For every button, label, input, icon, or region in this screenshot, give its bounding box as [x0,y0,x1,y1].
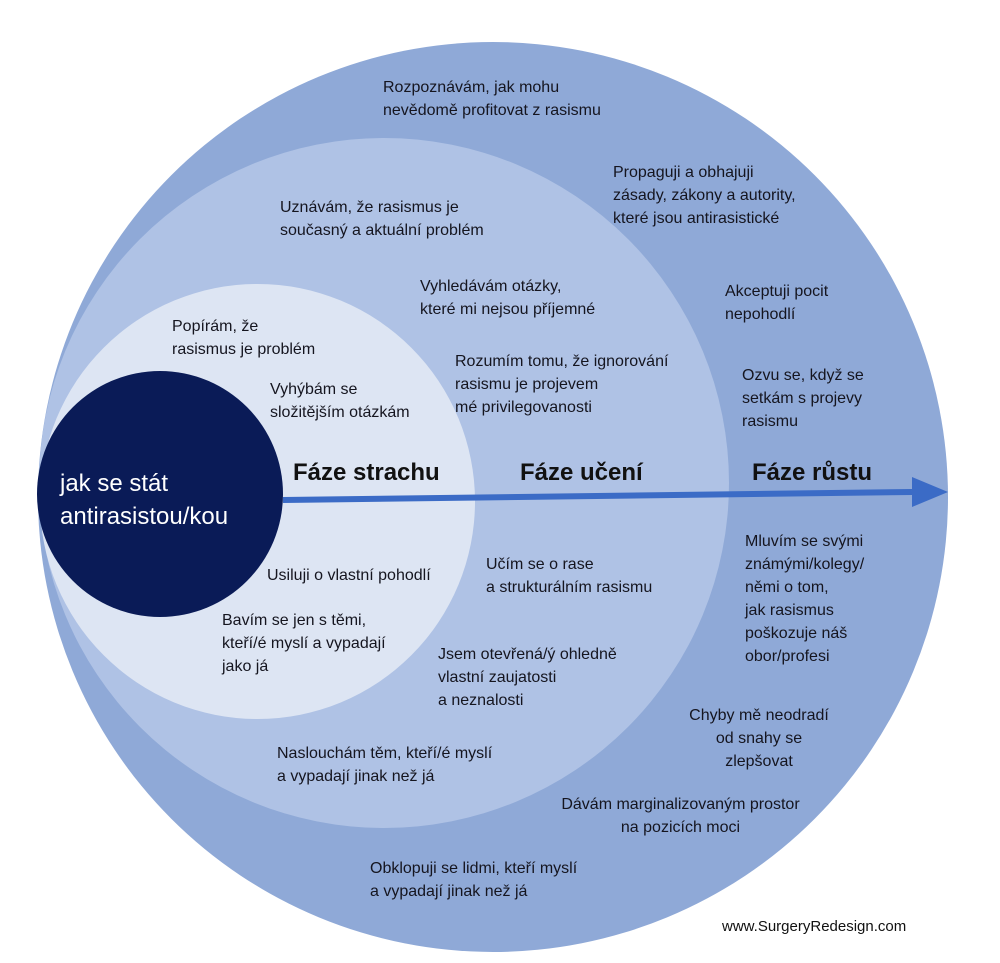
phase-fear-label: Fáze strachu [293,459,440,486]
phase-growth-label: Fáze růstu [752,459,873,486]
fear-item: Usiluji o vlastní pohodlí [267,567,431,584]
learning-item: Vyhledávám otázky, které mi nejsou příje… [420,278,596,318]
growth-item: Rozpoznávám, jak mohu nevědomě profitova… [383,79,601,119]
learning-item: Naslouchám těm, kteří/é myslí a vypadají… [277,745,493,785]
growth-item: Propaguji a obhajuji zásady, zákony a au… [613,164,796,227]
core-label: jak se stát antirasistou/kou [60,470,229,530]
arrow-shaft [282,489,913,503]
growth-item: Ozvu se, když se setkám s projevy rasism… [742,367,864,430]
fear-item: Vyhýbám se složitějším otázkám [270,381,410,421]
growth-item: Mluvím se svými známými/kolegy/ němi o t… [745,533,865,665]
growth-item: Obklopuji se lidmi, kteří myslí a vypada… [370,860,578,900]
phase-learning-label: Fáze učení [520,459,643,486]
arrow-head [912,477,948,507]
source-credit: www.SurgeryRedesign.com [722,918,907,935]
learning-item: Uznávám, že rasismus je současný a aktuá… [280,199,484,239]
growth-item: Chyby mě neodradí od snahy se zlepšovat [689,707,829,770]
growth-item: Dávám marginalizovaným prostor na pozicí… [561,796,800,836]
fear-item: Bavím se jen s těmi, kteří/é myslí a vyp… [222,612,386,675]
growth-item: Akceptuji pocit nepohodlí [725,283,829,323]
core-circle [37,371,283,617]
learning-item: Učím se o rase a strukturálním rasismu [486,556,653,596]
learning-item: Rozumím tomu, že ignorování rasismu je p… [455,353,669,416]
fear-item: Popírám, že rasismus je problém [172,318,316,358]
learning-item: Jsem otevřená/ý ohledně vlastní zaujatos… [438,646,617,709]
